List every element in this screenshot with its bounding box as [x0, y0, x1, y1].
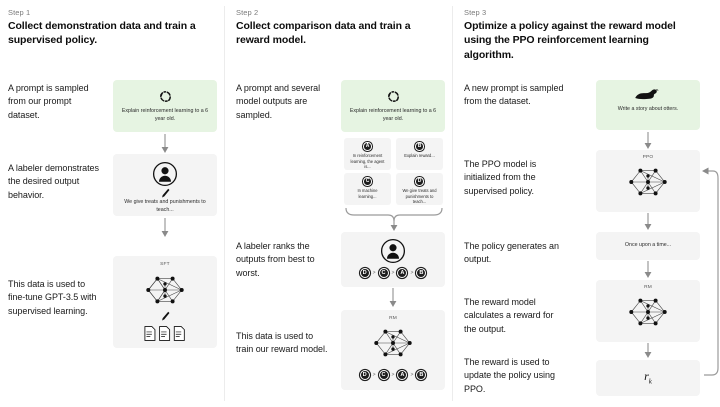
step-2-brace-arrow — [344, 206, 444, 232]
rank-gt: > — [391, 372, 395, 378]
step-2-prompt-text: Explain reinforcement learning to a 6 ye… — [349, 108, 437, 122]
step-1-prompt-box[interactable]: Explain reinforcement learning to a 6 ye… — [113, 80, 217, 132]
step-2-caption-2: A labeler ranks the outputs from best to… — [236, 241, 315, 278]
step-3-arrow-4 — [641, 343, 655, 359]
step-2-rm-tag: RM — [389, 316, 397, 321]
step-3-ppo-tag: PPO — [642, 155, 654, 160]
neural-network-icon — [341, 324, 445, 362]
step-2-output-c[interactable]: C In machine learning... — [344, 173, 391, 205]
output-chip-d: D — [396, 177, 443, 186]
step-3-ppo-box[interactable]: PPO — [596, 150, 700, 212]
step-3-arrow-1 — [641, 132, 655, 150]
step-3-caption-2: The PPO model is initialized from the su… — [464, 159, 537, 196]
rank-chip-2: C — [378, 268, 389, 278]
rank-chip-1: D — [359, 268, 370, 278]
rank-gt: > — [410, 372, 414, 378]
labeler-person-icon — [113, 161, 217, 187]
step-2-ranking-row: D > C > A > B — [341, 268, 445, 278]
step-2-title: Collect comparison data and train a rewa… — [236, 20, 411, 47]
neural-network-icon — [596, 163, 700, 201]
refresh-cycle-icon — [113, 89, 217, 104]
step-1-caption-1: A prompt is sampled from our prompt data… — [8, 83, 89, 120]
step-3-prompt-box[interactable]: Write a story about otters. — [596, 80, 700, 130]
step-2-prompt-box[interactable]: Explain reinforcement learning to a 6 ye… — [341, 80, 445, 132]
step-1-column: Step 1 Collect demonstration data and tr… — [0, 0, 228, 407]
column-divider-2 — [452, 6, 453, 401]
neural-network-icon — [113, 271, 217, 309]
step-3-caption-3: The policy generates an output. — [464, 241, 559, 265]
step-1-labeler-text: We give treats and punishments to teach.… — [124, 199, 206, 213]
step-2-label: Step 2 — [236, 8, 259, 17]
step-2-caption-1: A prompt and several model outputs are s… — [236, 83, 321, 120]
step-3-rm-box[interactable]: RM — [596, 280, 700, 342]
step-1-caption-3: This data is used to fine-tune GPT-3.5 w… — [8, 279, 97, 316]
output-c-text: In machine learning... — [357, 188, 378, 199]
rank-gt: > — [372, 372, 376, 378]
pen-icon — [113, 188, 217, 199]
column-divider-1 — [224, 6, 225, 401]
step-3-rm-tag: RM — [644, 285, 652, 290]
labeler-person-icon — [341, 238, 445, 264]
output-chip-b: B — [396, 142, 443, 151]
output-a-text: In reinforcement learning, the agent is.… — [350, 153, 385, 170]
step-2-arrow-2 — [386, 288, 400, 308]
step-3-reward-box[interactable]: rk — [596, 360, 700, 396]
documents-icon — [113, 325, 217, 342]
step-3-caption-1: A new prompt is sampled from the dataset… — [464, 83, 564, 107]
step-3-arrow-2 — [641, 213, 655, 231]
otter-icon — [596, 88, 700, 102]
step-2-rm-box[interactable]: RM — [341, 310, 445, 390]
step-3-arrow-3 — [641, 261, 655, 279]
step-3-output-box[interactable]: Once upon a time... — [596, 232, 700, 260]
step-2-output-d[interactable]: D We give treats and punishments to teac… — [396, 173, 443, 205]
step-2-rm-ranking-row: D > C > A > B — [341, 370, 445, 380]
step-1-labeler-box[interactable]: We give treats and punishments to teach.… — [113, 154, 217, 216]
update-policy-loop-arrow — [699, 167, 720, 383]
neural-network-icon — [596, 293, 700, 331]
step-3-column: Step 3 Optimize a policy against the rew… — [456, 0, 720, 407]
step-3-label: Step 3 — [464, 8, 487, 17]
step-1-sft-tag: SFT — [160, 262, 170, 267]
rank-gt: > — [372, 270, 376, 276]
rank-gt: > — [410, 270, 414, 276]
output-chip-a: A — [344, 142, 391, 151]
step-1-caption-2: A labeler demonstrates the desired outpu… — [8, 163, 99, 200]
step-3-title: Optimize a policy against the reward mod… — [464, 20, 676, 61]
step-1-arrow-1 — [158, 134, 172, 154]
step-2-caption-3: This data is used to train our reward mo… — [236, 331, 328, 355]
step-2-ranker-box[interactable]: D > C > A > B — [341, 232, 445, 287]
step-2-output-b[interactable]: B Explain reward... — [396, 138, 443, 170]
rm-rank-chip-1: D — [359, 370, 370, 380]
output-chip-c: C — [344, 177, 391, 186]
rank-gt: > — [391, 270, 395, 276]
step-3-caption-4: The reward model calculates a reward for… — [464, 297, 554, 334]
reward-symbol: rk — [644, 369, 652, 386]
step-1-arrow-2 — [158, 218, 172, 238]
step-3-prompt-text: Write a story about otters. — [617, 106, 679, 112]
rm-rank-chip-2: C — [378, 370, 389, 380]
pen-icon — [113, 311, 217, 322]
rm-rank-chip-3: A — [397, 370, 408, 380]
output-d-text: We give treats and punishments to teach.… — [402, 188, 437, 205]
step-2-output-a[interactable]: A In reinforcement learning, the agent i… — [344, 138, 391, 170]
rank-chip-3: A — [397, 268, 408, 278]
step-1-prompt-text: Explain reinforcement learning to a 6 ye… — [121, 108, 209, 122]
step-1-label: Step 1 — [8, 8, 31, 17]
refresh-cycle-icon — [341, 89, 445, 104]
step-3-caption-5: The reward is used to update the policy … — [464, 357, 555, 394]
rm-rank-chip-4: B — [416, 370, 427, 380]
step-3-output-text: Once upon a time... — [624, 242, 672, 248]
step-1-sft-box[interactable]: SFT — [113, 256, 217, 348]
output-b-text: Explain reward... — [404, 153, 435, 158]
rank-chip-4: B — [416, 268, 427, 278]
step-1-title: Collect demonstration data and train a s… — [8, 20, 196, 47]
step-2-column: Step 2 Collect comparison data and train… — [228, 0, 456, 407]
